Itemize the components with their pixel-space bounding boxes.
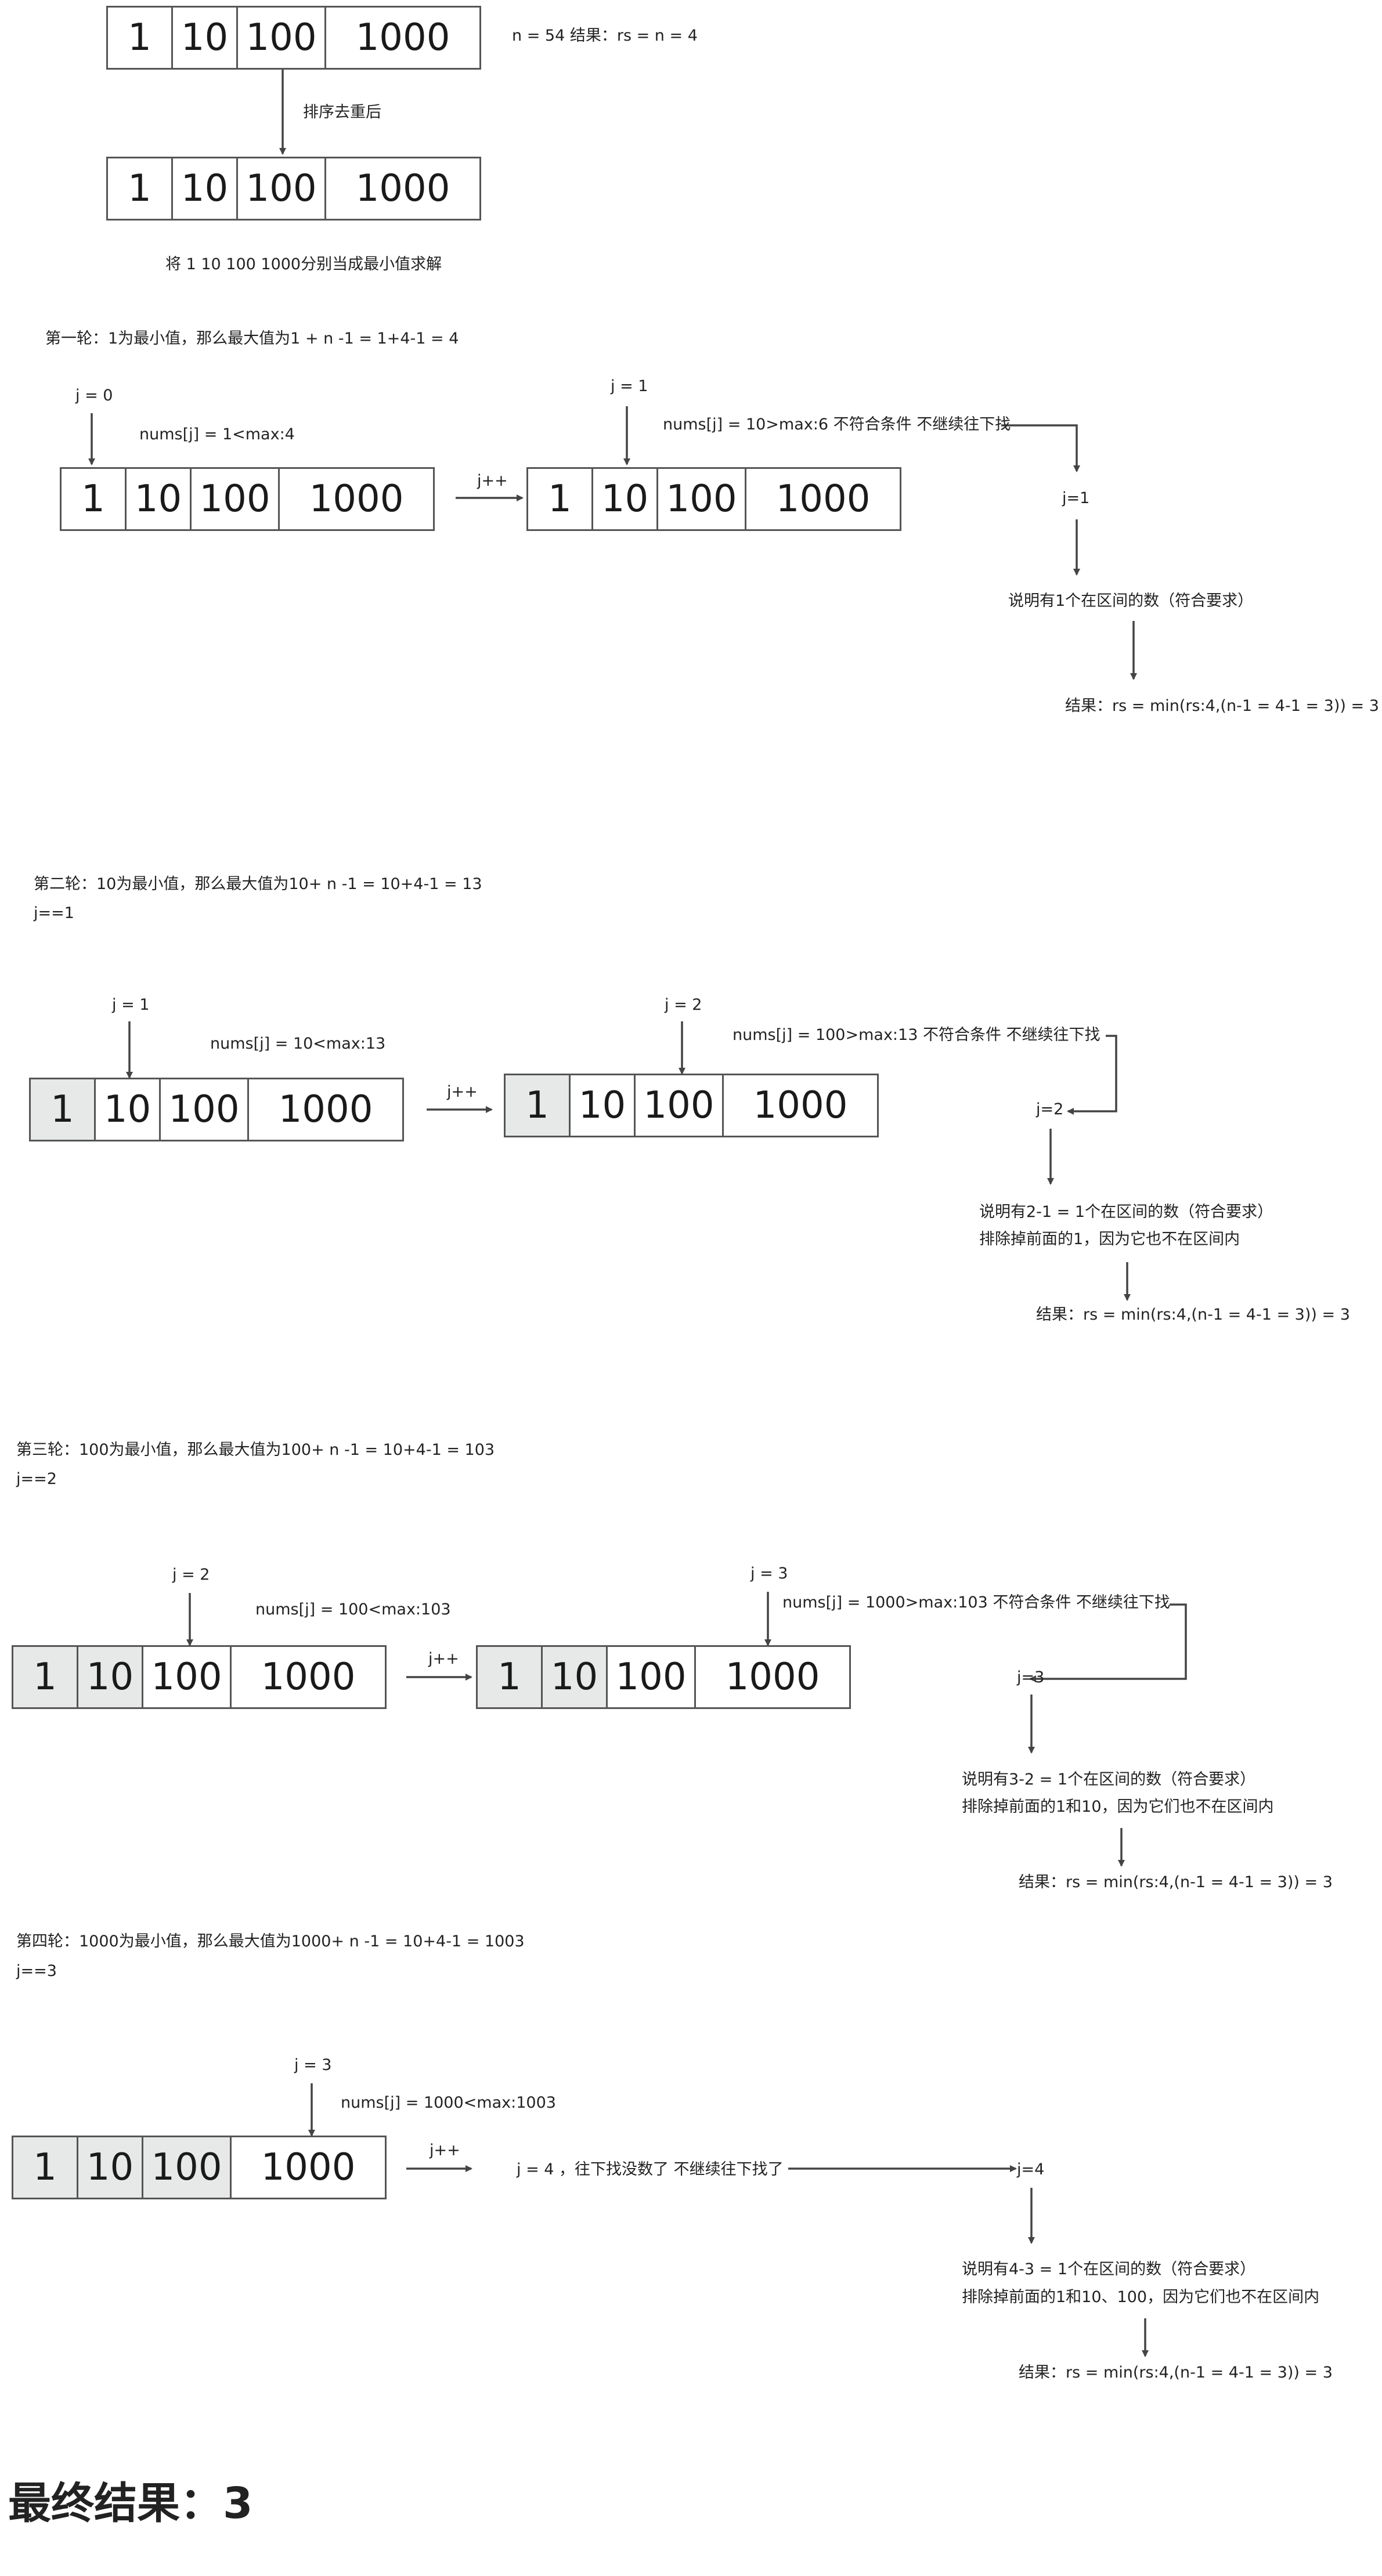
array-cell: 100 — [159, 1078, 249, 1141]
round-3-j-left: j = 2 — [172, 1566, 210, 1584]
array-cell: 10 — [171, 6, 238, 70]
final-result: 最终结果：3 — [8, 2479, 253, 2528]
round-2-j-result: j=2 — [1036, 1100, 1064, 1118]
array-cell: 1 — [526, 467, 593, 531]
sort-label: 排序去重后 — [303, 103, 381, 121]
array-cell: 1000 — [230, 2136, 387, 2199]
round-2-array-right: 1 10 100 1000 — [504, 1074, 879, 1137]
array-cell: 10 — [591, 467, 658, 531]
n-info-label: n = 54 结果：rs = n = 4 — [512, 27, 698, 45]
r3-cmp-to-j-arrow — [1029, 1603, 1187, 1682]
array-cell: 1 — [12, 1645, 78, 1709]
array-cell: 1 — [106, 157, 173, 221]
array-cell: 1 — [29, 1078, 96, 1141]
round-3-title: 第三轮：100为最小值，那么最大值为100+ n -1 = 10+4-1 = 1… — [16, 1441, 495, 1459]
r2-cmp-to-j-arrow — [1067, 1035, 1117, 1115]
array-cell: 1000 — [324, 157, 481, 221]
round-3-array-right: 1 10 100 1000 — [476, 1645, 851, 1709]
round-2-cmp-right: nums[j] = 100>max:13 不符合条件 不继续往下找 — [733, 1026, 1100, 1044]
round-2-j-left: j = 1 — [112, 996, 150, 1014]
round-4-jline: j==3 — [16, 1962, 57, 1980]
round-4-cmp-right: j = 4 ，往下找没数了 不继续往下找了 — [517, 2160, 784, 2178]
array-cell: 1 — [106, 6, 173, 70]
array-cell: 1000 — [230, 1645, 387, 1709]
round-1-cmp-right: nums[j] = 10>max:6 不符合条件 不继续往下找 — [663, 416, 1011, 433]
array-cell: 100 — [190, 467, 280, 531]
round-1-jpp-label: j++ — [477, 472, 508, 490]
array-cell: 10 — [171, 157, 238, 221]
round-3-jpp-label: j++ — [428, 1650, 459, 1668]
array-cell: 10 — [541, 1645, 608, 1709]
round-2-cmp-left: nums[j] = 10<max:13 — [210, 1035, 386, 1053]
array-cell: 10 — [569, 1074, 636, 1137]
array-cell: 1000 — [247, 1078, 404, 1141]
array-cell: 1 — [476, 1645, 543, 1709]
round-4-jpp-label: j++ — [430, 2141, 460, 2159]
round-1-array-right: 1 10 100 1000 — [526, 467, 901, 531]
array-cell: 1000 — [745, 467, 901, 531]
array-cell: 10 — [94, 1078, 161, 1141]
round-1-title: 第一轮：1为最小值，那么最大值为1 + n -1 = 1+4-1 = 4 — [45, 330, 459, 348]
array-original: 1 10 100 1000 — [106, 6, 481, 70]
round-2-jline: j==1 — [34, 904, 74, 922]
array-cell: 1000 — [324, 6, 481, 70]
array-cell: 100 — [634, 1074, 724, 1137]
array-cell: 10 — [77, 1645, 143, 1709]
round-2-title: 第二轮：10为最小值，那么最大值为10+ n -1 = 10+4-1 = 13 — [34, 875, 482, 893]
round-2-jpp-label: j++ — [447, 1083, 478, 1101]
array-cell: 100 — [142, 1645, 232, 1709]
round-1-j-right: j = 1 — [611, 377, 648, 395]
round-2-explanation-2: 排除掉前面的1，因为它也不在区间内 — [979, 1230, 1240, 1248]
round-3-cmp-left: nums[j] = 100<max:103 — [255, 1600, 451, 1618]
round-3-array-left: 1 10 100 1000 — [12, 1645, 387, 1709]
array-cell: 1000 — [694, 1645, 851, 1709]
round-4-result: 结果：rs = min(rs:4,(n-1 = 4-1 = 3)) = 3 — [1019, 2364, 1333, 2382]
round-4-j-left: j = 3 — [294, 2056, 332, 2074]
round-2-result: 结果：rs = min(rs:4,(n-1 = 4-1 = 3)) = 3 — [1036, 1306, 1350, 1324]
round-3-j-right: j = 3 — [750, 1565, 788, 1583]
round-1-j-result: j=1 — [1062, 489, 1090, 507]
round-4-cmp-left: nums[j] = 1000<max:1003 — [341, 2094, 556, 2112]
array-cell: 100 — [142, 2136, 232, 2199]
round-3-jline: j==2 — [16, 1470, 57, 1488]
round-2-array-left: 1 10 100 1000 — [29, 1078, 404, 1141]
array-cell: 10 — [77, 2136, 143, 2199]
round-3-j-result: j=3 — [1017, 1668, 1045, 1686]
round-4-explanation: 说明有4-3 = 1个在区间的数（符合要求） — [962, 2260, 1256, 2278]
round-3-explanation-2: 排除掉前面的1和10，因为它们也不在区间内 — [962, 1798, 1274, 1816]
array-cell: 100 — [236, 157, 326, 221]
round-3-cmp-right: nums[j] = 1000>max:103 不符合条件 不继续往下找 — [782, 1594, 1170, 1612]
round-4-title: 第四轮：1000为最小值，那么最大值为1000+ n -1 = 10+4-1 =… — [16, 1932, 525, 1950]
round-4-array-left: 1 10 100 1000 — [12, 2136, 387, 2199]
array-sorted: 1 10 100 1000 — [106, 157, 481, 221]
description-label: 将 1 10 100 1000分别当成最小值求解 — [165, 255, 442, 273]
round-1-explanation: 说明有1个在区间的数（符合要求） — [1008, 592, 1254, 610]
round-1-cmp-left: nums[j] = 1<max:4 — [139, 425, 295, 443]
round-1-j-left: j = 0 — [75, 386, 113, 404]
array-cell: 100 — [606, 1645, 696, 1709]
round-1-result: 结果：rs = min(rs:4,(n-1 = 4-1 = 3)) = 3 — [1065, 697, 1379, 715]
array-cell: 1000 — [278, 467, 435, 531]
array-cell: 100 — [656, 467, 746, 531]
array-cell: 100 — [236, 6, 326, 70]
round-4-explanation-2: 排除掉前面的1和10、100，因为它们也不在区间内 — [962, 2288, 1320, 2306]
round-2-j-right: j = 2 — [665, 996, 702, 1014]
r1-cmp-to-j-arrow — [1001, 424, 1080, 472]
round-1-array-left: 1 10 100 1000 — [60, 467, 435, 531]
round-2-explanation: 说明有2-1 = 1个在区间的数（符合要求） — [979, 1203, 1273, 1221]
array-cell: 1 — [12, 2136, 78, 2199]
round-4-j-result: j=4 — [1017, 2160, 1045, 2178]
array-cell: 1 — [60, 467, 127, 531]
array-cell: 10 — [125, 467, 192, 531]
array-cell: 1000 — [722, 1074, 879, 1137]
round-3-explanation: 说明有3-2 = 1个在区间的数（符合要求） — [962, 1771, 1256, 1789]
round-3-result: 结果：rs = min(rs:4,(n-1 = 4-1 = 3)) = 3 — [1019, 1873, 1333, 1891]
array-cell: 1 — [504, 1074, 571, 1137]
